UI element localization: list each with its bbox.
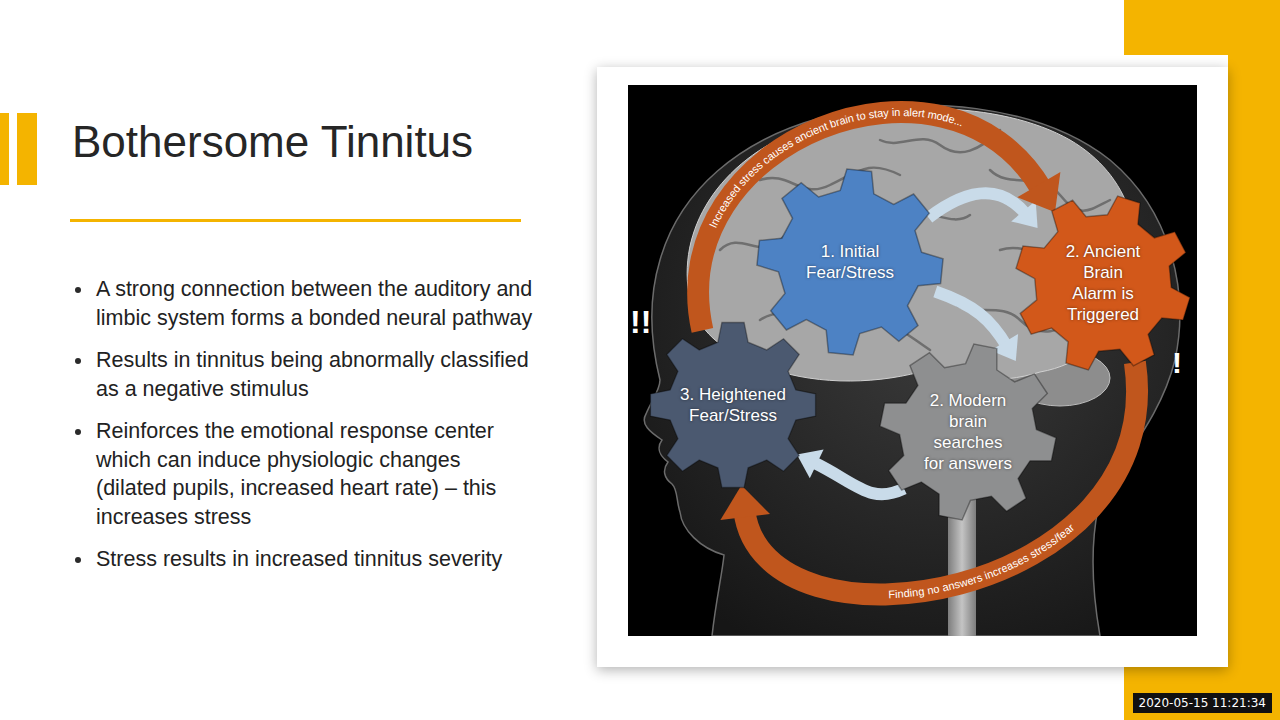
head-silhouette: [644, 105, 1180, 636]
brain-fold: [760, 168, 900, 190]
gear-shape: [878, 342, 1058, 522]
bullet-text: Results in tinnitus being abnormally cla…: [96, 346, 536, 403]
gear-node: 2. Ancient Brain Alarm is Triggered: [1013, 193, 1193, 373]
arrow-head: [797, 449, 824, 478]
gear-label: 1. Initial Fear/Stress: [800, 241, 900, 283]
arrow-head: [1017, 172, 1060, 212]
connector-line: [813, 462, 904, 494]
alert-mark: !!: [630, 306, 651, 338]
arrow-head: [720, 485, 770, 520]
timestamp: 2020-05-15 11:21:34: [1133, 693, 1272, 713]
gear-node: 2. Modern brain searches for answers: [878, 342, 1058, 522]
connector-line: [935, 292, 1006, 347]
brain-fold: [880, 130, 1000, 152]
gear-text: 1. Initial Fear/Stress: [800, 241, 900, 283]
picture-ground: [628, 85, 1197, 636]
bullet-dot: [75, 429, 81, 435]
edge-label: Finding no answers increases stress/fear: [888, 521, 1077, 600]
brain-fold: [990, 170, 1110, 211]
gear-shape: [648, 320, 818, 490]
accent-strip: [1228, 0, 1280, 720]
gear-outline: [757, 169, 943, 355]
gear-node: 3. Heightened Fear/Stress: [648, 320, 818, 490]
connector: [929, 193, 1038, 228]
connector: [797, 449, 904, 494]
bullet-text: A strong connection between the auditory…: [96, 275, 536, 332]
edge-label-text: Finding no answers increases stress/fear: [888, 521, 1077, 600]
gear-label: 2. Modern brain searches for answers: [922, 390, 1014, 474]
bullet-dot: [75, 358, 81, 364]
slide-title: Bothersome Tinnitus: [72, 116, 473, 169]
bullet-text: Reinforces the emotional response center…: [96, 417, 536, 531]
gear-outline: [1016, 196, 1190, 370]
gear-text: 2. Modern brain searches for answers: [922, 390, 1014, 474]
gear-shape: [1013, 193, 1193, 373]
gear-shape: [755, 167, 945, 357]
gear-node: 1. Initial Fear/Stress: [755, 167, 945, 357]
alert-mark: !: [1172, 348, 1182, 378]
bullet-item: Reinforces the emotional response center…: [75, 417, 545, 531]
title-underline: [70, 219, 521, 222]
gear-outline: [880, 344, 1056, 520]
gear-label: 2. Ancient Brain Alarm is Triggered: [1060, 241, 1146, 325]
bullet-text: Stress results in increased tinnitus sev…: [96, 545, 536, 574]
bullet-list: A strong connection between the auditory…: [75, 275, 545, 574]
arrow-head: [1011, 201, 1037, 228]
bullet-dot: [75, 557, 81, 563]
connector-line: [929, 193, 1027, 218]
bullet-item: Results in tinnitus being abnormally cla…: [75, 346, 545, 403]
bullet-dot: [75, 287, 81, 293]
accent-bar: [0, 113, 9, 185]
accent-bar: [17, 113, 37, 185]
bullet-item: A strong connection between the auditory…: [75, 275, 545, 332]
gear-text: 2. Ancient Brain Alarm is Triggered: [1060, 241, 1146, 325]
gear-outline: [650, 322, 815, 487]
gear-label: 3. Heightened Fear/Stress: [676, 384, 791, 426]
gear-text: 3. Heightened Fear/Stress: [676, 384, 791, 426]
bullet-item: Stress results in increased tinnitus sev…: [75, 545, 545, 574]
